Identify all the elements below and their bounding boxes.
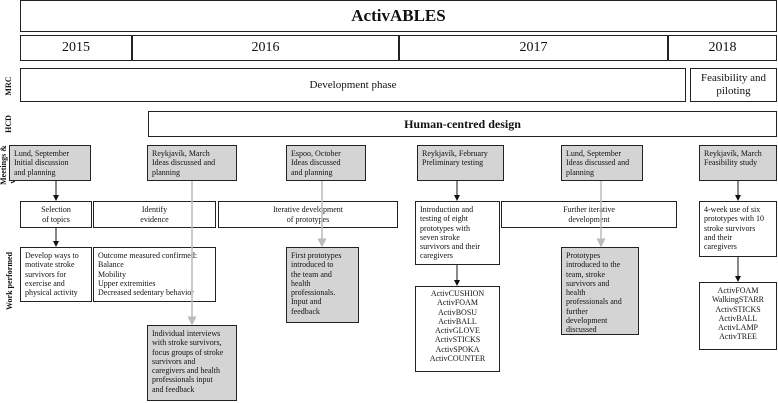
prototype-item: ActivSPOKA xyxy=(435,344,480,354)
year-2016: 2016 xyxy=(132,35,399,61)
prototype-item: ActivFOAM xyxy=(717,286,759,295)
prototype-list-2017: ActivCUSHION ActivFOAM ActivBOSU ActivBA… xyxy=(415,286,500,372)
work-introduction: Introduction and testing of eight protot… xyxy=(415,201,500,265)
development-label: Development phase xyxy=(309,79,397,91)
title-bar: ActivABLES xyxy=(20,0,777,32)
work-develop-ways: Develop ways to motivate stroke survivor… xyxy=(20,247,92,302)
prototype-item: ActivBALL xyxy=(438,316,477,326)
meeting-reykjavik-2017: Reykjavík, February Preliminary testing xyxy=(417,145,504,181)
mrc-development: Development phase xyxy=(20,68,686,102)
prototype-item: ActivTREE xyxy=(719,332,757,342)
work-four-week: 4-week use of six prototypes with 10 str… xyxy=(699,201,777,257)
meeting-reykjavik-2016: Reykjavík, March Ideas discussed and pla… xyxy=(147,145,237,181)
page-title: ActivABLES xyxy=(351,6,446,25)
prototype-item: ActivFOAM xyxy=(437,298,478,308)
meeting-lund-2017: Lund, September Ideas discussed and plan… xyxy=(561,145,643,181)
work-first-prototypes: First prototypes introduced to the team … xyxy=(286,247,359,323)
prototype-item: ActivSTICKS xyxy=(715,304,761,314)
mrc-feasibility: Feasibility and piloting xyxy=(690,68,777,102)
work-interviews: Individual interviews with stroke surviv… xyxy=(147,325,237,401)
prototype-item: ActivLAMP xyxy=(718,323,758,333)
meeting-reykjavik-2018: Reykjavík, March Feasibility study xyxy=(699,145,777,181)
year-label: 2018 xyxy=(708,40,737,55)
year-2017: 2017 xyxy=(399,35,668,61)
prototype-item: ActivSTICKS xyxy=(434,335,481,345)
year-label: 2015 xyxy=(62,40,90,55)
prototype-list-2018: ActivFOAM WalkingSTARR ActivSTICKS Activ… xyxy=(699,282,777,350)
meeting-espoo-2016: Espoo, October Ideas discussed and plann… xyxy=(286,145,366,181)
year-2015: 2015 xyxy=(20,35,132,61)
work-further: Further iterative development xyxy=(501,201,677,228)
work-prototypes-2017: Prototypes introduced to the team, strok… xyxy=(561,247,639,335)
prototype-item: ActivGLOVE xyxy=(435,326,480,336)
year-label: 2016 xyxy=(251,40,280,55)
prototype-item: ActivCUSHION xyxy=(430,289,485,298)
prototype-item: ActivBALL xyxy=(718,313,758,323)
hcd-bar: Human-centred design xyxy=(148,111,777,137)
feasibility-label: Feasibility and piloting xyxy=(700,72,767,97)
meeting-lund-2015: Lund, September Initial discussion and p… xyxy=(9,145,91,181)
year-2018: 2018 xyxy=(668,35,777,61)
work-outcome: Outcome measured confirmed: Balance Mobi… xyxy=(93,247,216,302)
prototype-item: ActivCOUNTER xyxy=(429,354,486,364)
prototype-item: ActivBOSU xyxy=(437,307,478,317)
year-label: 2017 xyxy=(519,40,548,55)
work-identify: Identify evidence xyxy=(93,201,216,228)
hcd-title: Human-centred design xyxy=(404,116,521,131)
work-selection: Selection of topics xyxy=(20,201,92,228)
prototype-item: WalkingSTARR xyxy=(711,295,765,305)
